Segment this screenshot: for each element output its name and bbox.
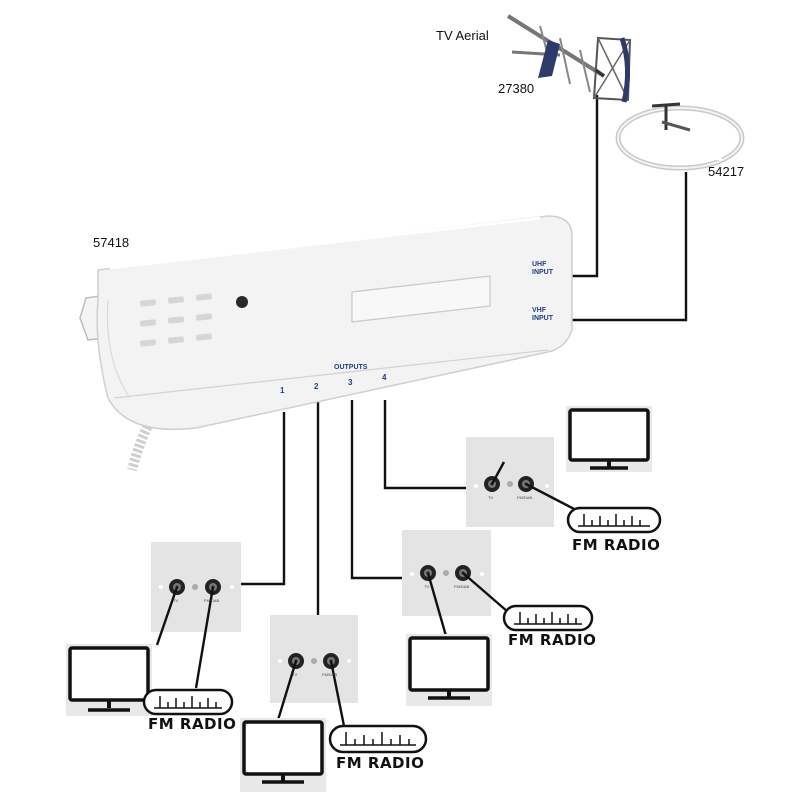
cable-output-3 — [350, 400, 405, 580]
fm-aerial-icon — [615, 102, 745, 171]
amplifier-unit — [79, 215, 573, 472]
plate-tv-port-label: TV — [292, 672, 298, 677]
plate-tv-port-label: TV — [424, 584, 430, 589]
output-number-3: 3 — [348, 378, 353, 387]
vhf-label-line1: VHF — [532, 307, 546, 314]
fm-radio-icon — [566, 506, 662, 534]
aerial-code-label: 27380 — [498, 81, 535, 96]
label-window — [351, 275, 491, 323]
plate-fm-port-label: FM/DAB — [204, 598, 220, 603]
tv-monitor-icon — [406, 634, 492, 706]
tv-aerial-label: TV Aerial — [436, 28, 489, 43]
fm-aerial-code-label: 54217 — [708, 164, 745, 179]
plate-fm-port-label: FM/DAB — [454, 584, 470, 589]
plate-tv-port-label: TV — [488, 495, 494, 500]
fm-radio-label: FM RADIO — [508, 631, 597, 649]
tv-monitor-icon — [240, 718, 326, 792]
uhf-input-label: UHF INPUT — [532, 261, 553, 277]
output-number-1: 1 — [280, 386, 285, 395]
cable-output-4 — [383, 400, 466, 490]
cable-output-1 — [240, 412, 286, 586]
tv-monitor-icon — [66, 644, 152, 716]
output-number-2: 2 — [314, 382, 319, 391]
plate-fm-port-label: FM/DAB — [517, 495, 533, 500]
fm-radio-label: FM RADIO — [148, 715, 237, 733]
plate-tv-port-label: TV — [173, 598, 179, 603]
amplifier-code-label: 57418 — [93, 235, 130, 250]
cable-uhf — [568, 95, 599, 278]
tv-monitor-icon — [566, 406, 652, 472]
vent-grille — [139, 293, 213, 347]
vhf-input-label: VHF INPUT — [532, 307, 553, 323]
fm-radio-label: FM RADIO — [572, 536, 661, 554]
fm-radio-icon — [328, 724, 428, 754]
fm-radio-icon — [142, 688, 234, 716]
cables — [240, 95, 688, 616]
wall-plate — [402, 530, 491, 616]
uhf-label-line1: UHF — [532, 261, 547, 268]
fm-radio-label: FM RADIO — [336, 754, 425, 772]
output-number-4: 4 — [382, 373, 387, 382]
device-leads — [155, 461, 577, 727]
screw-icon — [236, 296, 248, 308]
wall-plate — [151, 542, 241, 632]
vhf-label-line2: INPUT — [532, 315, 553, 322]
uhf-label-line2: INPUT — [532, 269, 553, 276]
tv-aerial-icon — [506, 14, 632, 103]
power-cable — [127, 419, 155, 472]
wall-plate — [466, 437, 554, 527]
fm-radio-icon — [502, 604, 594, 632]
cable-vhf — [568, 172, 688, 322]
plate-fm-port-label: FM/DAB — [322, 672, 338, 677]
wall-plate — [270, 615, 358, 703]
outputs-label: OUTPUTS — [334, 364, 368, 371]
